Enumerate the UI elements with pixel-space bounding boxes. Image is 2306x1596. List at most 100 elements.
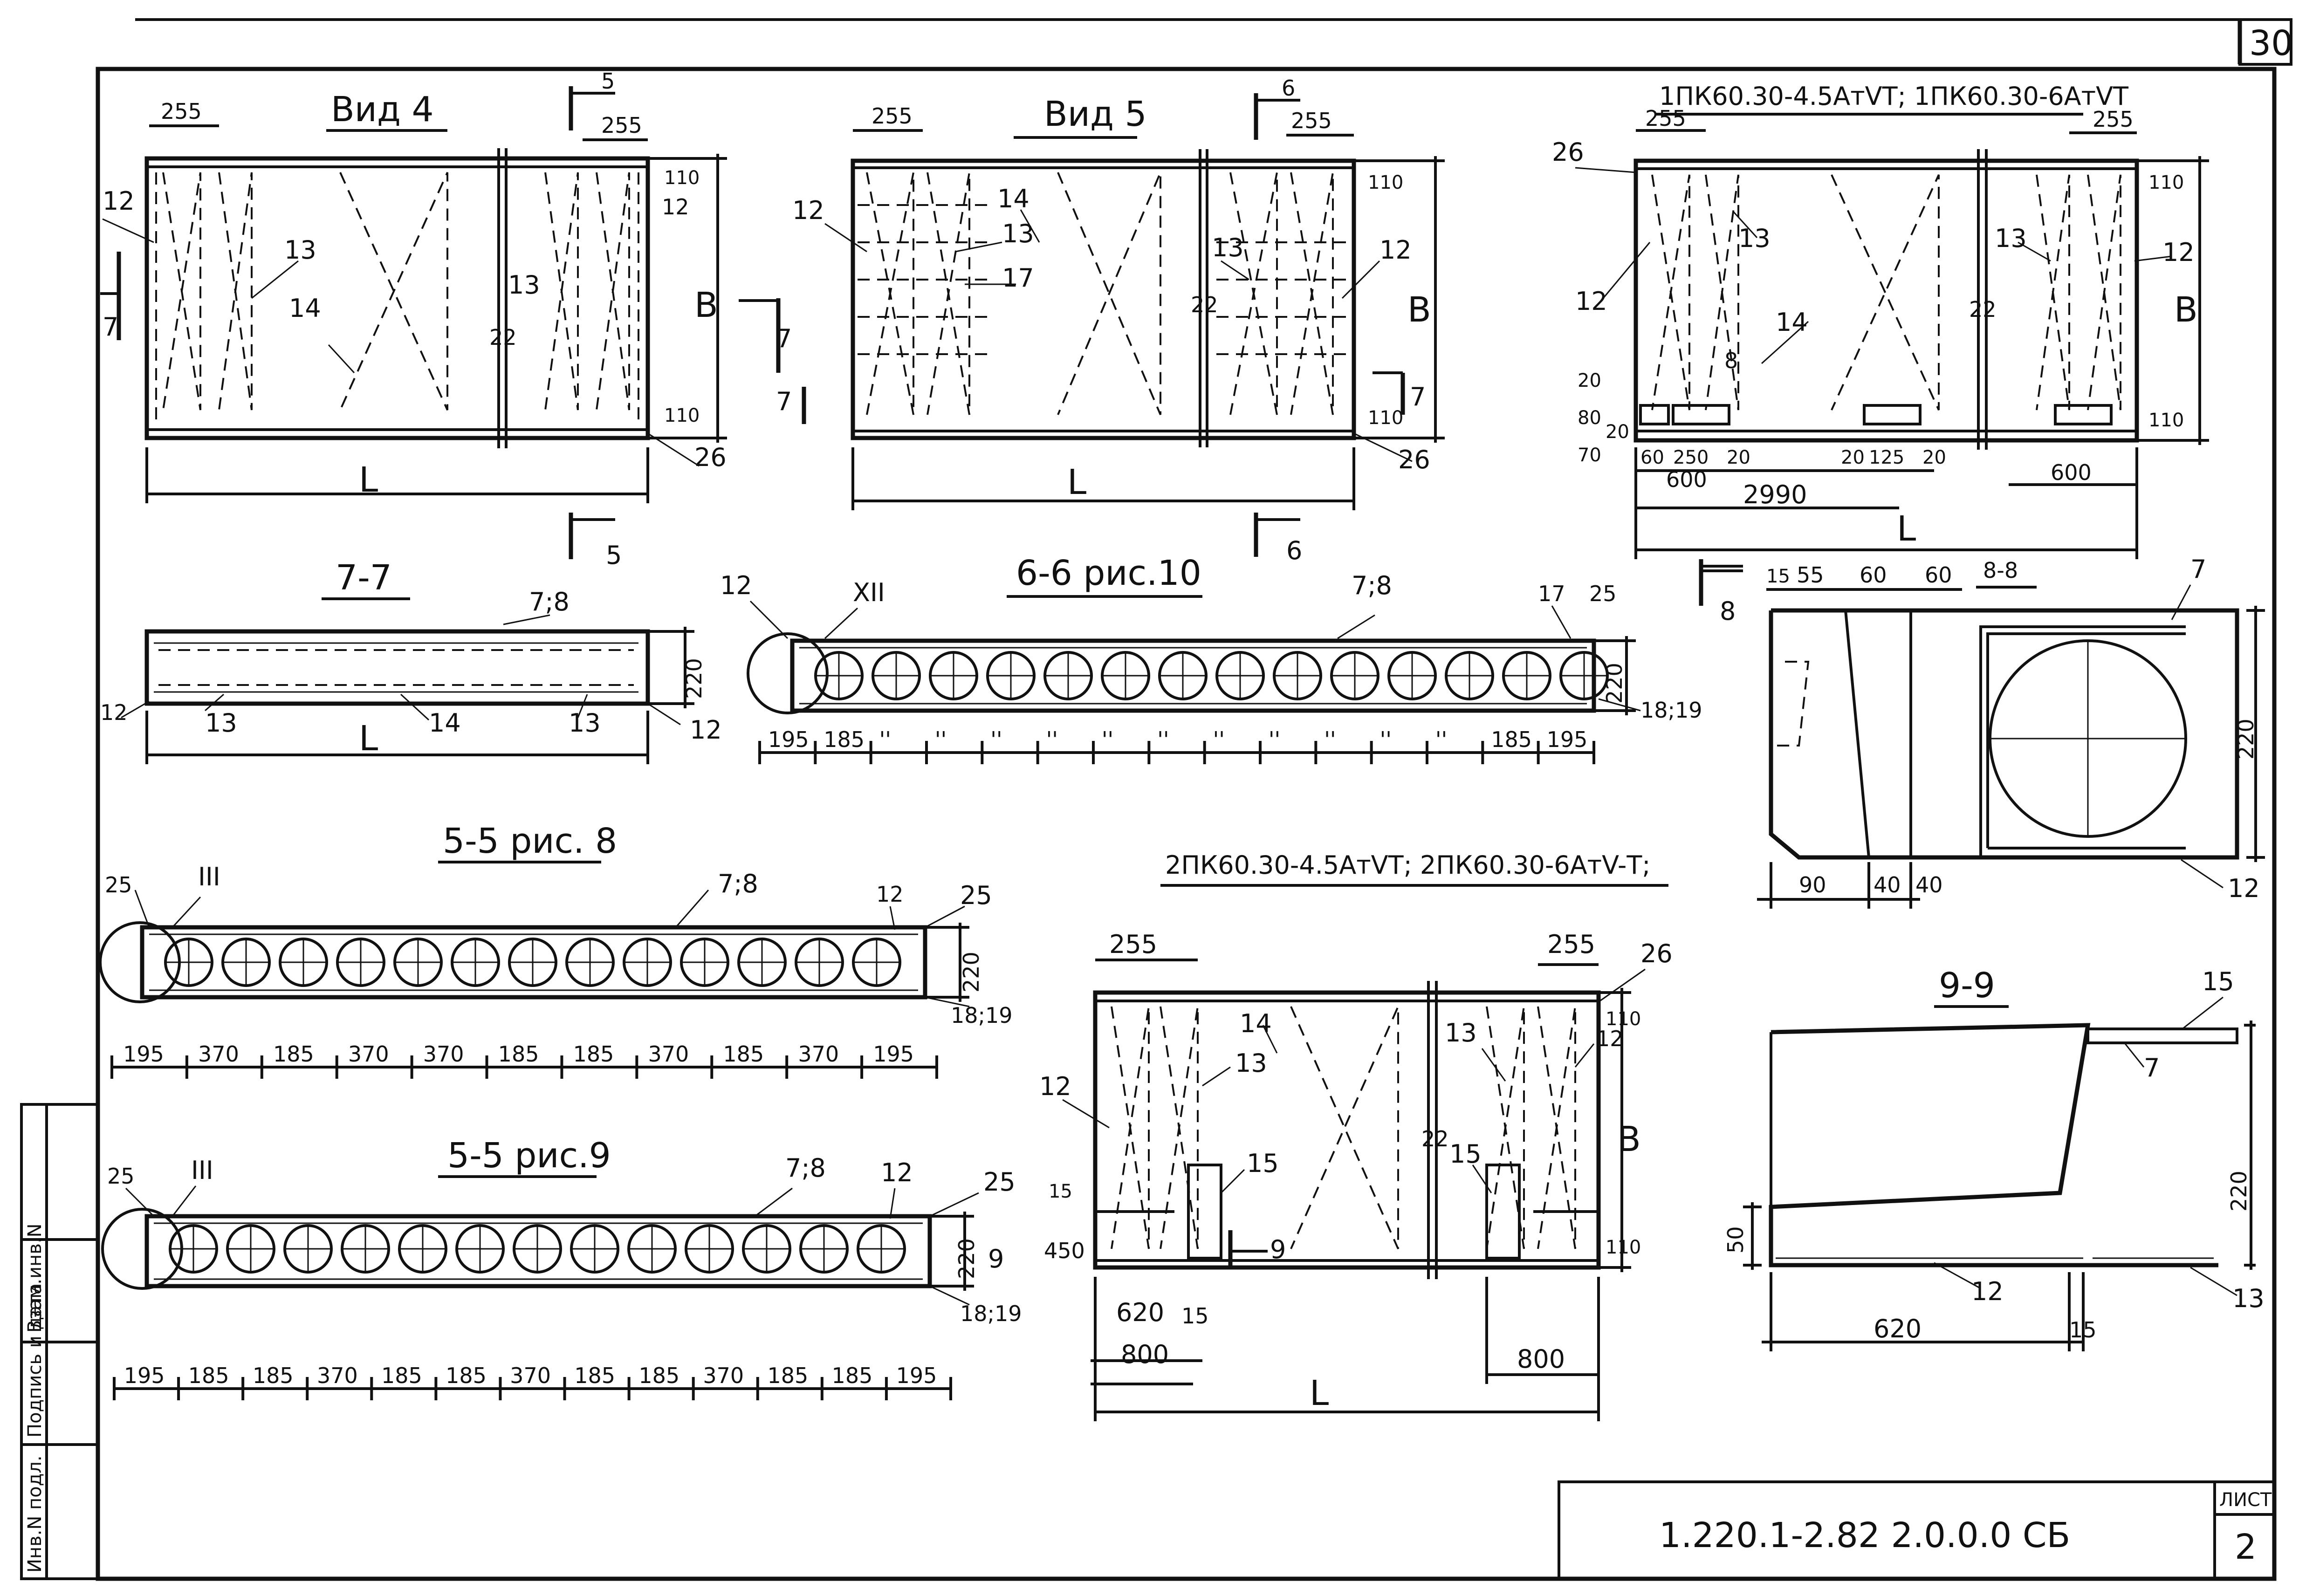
view-1pk-dim-255-right: 255	[2093, 107, 2134, 132]
view-2pk-dim-110-bottom: 110	[1606, 1237, 1641, 1258]
view-4-mark-13-left: 13	[284, 235, 316, 265]
view-5-mark-14: 14	[997, 184, 1029, 213]
section-6-6-title: 6-6 рис.10	[1016, 553, 1201, 593]
dimension-value: 185	[824, 727, 865, 752]
dimension-value: 185	[723, 1041, 764, 1067]
section-5-5-fig9-section-9: 9	[988, 1244, 1004, 1274]
list-label: ЛИСТ	[2219, 1489, 2272, 1511]
view-1pk-title: 1ПК60.30-4.5АтVТ; 1ПК60.30-6АтVТ	[1659, 82, 2129, 111]
section-9-9-dim-15: 15	[2069, 1317, 2097, 1343]
dimension-value: ''	[1380, 727, 1392, 752]
view-5-dim-L: L	[1067, 462, 1086, 502]
view-2pk-dim-450: 450	[1044, 1238, 1085, 1263]
section-9-9-title: 9-9	[1939, 966, 1995, 1006]
dimension-value: ''	[1269, 727, 1280, 752]
view-4-mark-12-right: 12	[662, 194, 689, 219]
section-6-6-mark-17: 17	[1538, 581, 1565, 606]
view-5-title: Вид 5	[1044, 94, 1147, 134]
view-2pk-dim-255-right: 255	[1547, 930, 1595, 959]
section-6-6-mark-25: 25	[1589, 581, 1617, 606]
section-7-7-mark-12-left: 12	[100, 700, 128, 725]
section-7-7-mark-12-right: 12	[690, 715, 722, 745]
view-2pk-mark-22: 22	[1421, 1126, 1449, 1151]
section-9-9-mark-15: 15	[2202, 967, 2234, 996]
dimension-value: 195	[1547, 727, 1588, 752]
dimension-value: 370	[703, 1363, 744, 1388]
view-2pk-mark-15-left: 15	[1247, 1149, 1279, 1178]
view-5-mark-12-right: 12	[1379, 235, 1412, 265]
section-5-5-fig8-title: 5-5 рис. 8	[443, 821, 617, 861]
view-1pk-dim-20-e: 20	[1922, 447, 1946, 468]
dimension-value: 195	[123, 1041, 164, 1067]
view-4-dim-110-bottom: 110	[664, 405, 700, 426]
view-1pk-mark-14: 14	[1776, 308, 1808, 337]
view-1pk-mark-13-right: 13	[1995, 224, 2027, 253]
sheet-frame: 30 Инв.N подл. Подпись и дата Взам.инв.N…	[20, 18, 2293, 1581]
view-5-mark-26: 26	[1398, 445, 1430, 474]
view-1pk-mark-22: 22	[1969, 297, 1997, 322]
section-7-7-title: 7-7	[336, 558, 392, 598]
view-1pk-dim-B: В	[2174, 290, 2198, 330]
section-5-5-fig8-mark-1819: 18;19	[951, 1003, 1013, 1028]
view-1pk-mark-8: 8	[1724, 348, 1738, 373]
view-1pk-dim-600-left: 600	[1666, 467, 1707, 492]
view-5-dim-110-bottom: 110	[1368, 407, 1403, 429]
view-4-mark-12-left: 12	[103, 186, 135, 216]
section-7-7-mark-78: 7;8	[529, 587, 570, 616]
view-4-dim-L: L	[359, 460, 378, 500]
dimension-value: ''	[935, 727, 947, 752]
section-5-5-fig9-mark-12: 12	[881, 1158, 913, 1187]
view-1pk-dim-600-right: 600	[2051, 460, 2092, 485]
section-6-6-mark-12: 12	[720, 571, 752, 600]
view-4-section-5-bottom: 5	[606, 541, 622, 570]
dimension-value: 185	[638, 1363, 679, 1388]
view-5-dim-255-left: 255	[872, 103, 913, 129]
dimension-value: 370	[317, 1363, 358, 1388]
dimension-value: 185	[446, 1363, 487, 1388]
view-2pk: 2ПК60.30-4.5АтVТ; 2ПК60.30-6АтV-Т;	[1039, 850, 1673, 1421]
view-2pk-dim-800-right: 800	[1517, 1344, 1565, 1374]
view-4-dim-255-left: 255	[161, 99, 202, 124]
section-5-5-fig9-dim-220: 220	[954, 1238, 979, 1279]
section-9-9-mark-13: 13	[2232, 1284, 2265, 1313]
view-2pk-dim-L: L	[1310, 1373, 1329, 1413]
dimension-value: 195	[124, 1363, 165, 1388]
section-6-6-mark-1819: 18;19	[1640, 698, 1702, 723]
view-1pk-dim-20-a: 20	[1578, 370, 1601, 391]
view-5-section-7-a: 7	[776, 324, 792, 353]
section-5-5-fig9-mark-25-right: 25	[983, 1167, 1016, 1197]
section-8-8: 8-8 8 15 55 60 60 7 220 90 40 40 12	[1699, 555, 2265, 909]
dimension-value: 185	[253, 1363, 294, 1388]
dimension-value: 370	[198, 1041, 239, 1067]
view-2pk-title: 2ПК60.30-4.5АтVТ; 2ПК60.30-6АтV-Т;	[1165, 850, 1651, 880]
view-1pk-dim-80: 80	[1578, 407, 1601, 429]
dimension-value: 370	[510, 1363, 551, 1388]
section-5-5-fig8-voids	[164, 938, 901, 987]
view-5-dim-255-right: 255	[1291, 108, 1332, 133]
dimension-value: ''	[879, 727, 891, 752]
section-9-9: 9-9 15 7 220 50 12 13 620 15	[1723, 966, 2265, 1351]
dimension-value: ''	[1046, 727, 1058, 752]
section-5-5-fig8-mark-25-left: 25	[105, 872, 132, 897]
view-1pk-dim-L: L	[1897, 509, 1916, 549]
dimension-value: 195	[873, 1041, 914, 1067]
view-2pk-dim-620: 620	[1116, 1298, 1164, 1327]
section-6-6-dim-220: 220	[1602, 663, 1627, 704]
stamp-signature-date: Подпись и дата	[24, 1283, 46, 1438]
view-5-dim-B: В	[1407, 290, 1431, 330]
section-5-5-fig8-mark-III: III	[198, 862, 220, 891]
section-5-5-fig9-mark-III: III	[191, 1156, 213, 1185]
section-8-8-mark-12: 12	[2228, 874, 2260, 903]
view-1pk-dim-125: 125	[1869, 447, 1904, 468]
section-7-7-dim-220: 220	[681, 658, 707, 699]
view-2pk-mark-12-left: 12	[1039, 1072, 1071, 1101]
view-1pk-mark-12-right: 12	[2162, 238, 2195, 267]
view-2pk-dim-800-left: 800	[1121, 1340, 1169, 1369]
section-7-7-dim-L: L	[359, 719, 378, 759]
section-5-5-fig9-mark-25-left: 25	[107, 1164, 135, 1189]
dimension-value: 185	[188, 1363, 229, 1388]
section-8-8-dim-40-a: 40	[1874, 872, 1901, 897]
section-7-7-mark-14: 14	[429, 708, 461, 738]
